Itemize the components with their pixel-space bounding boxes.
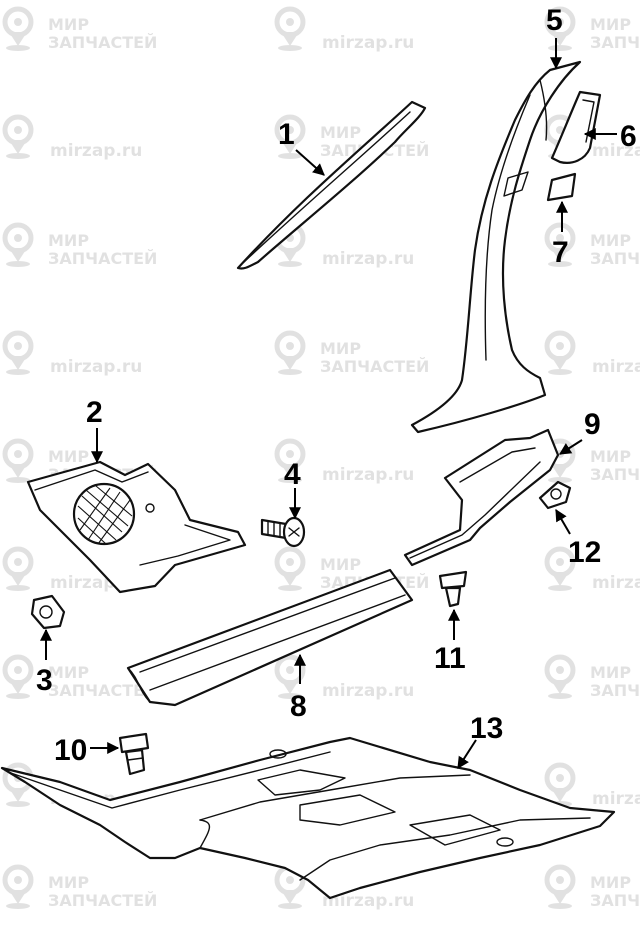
callout-2: 2: [86, 396, 103, 429]
watermark-line2: ЗАПЧАСТЕЙ: [590, 465, 640, 484]
leader-lines: [40, 38, 617, 770]
callout-3: 3: [36, 664, 53, 697]
watermark-site-text: mirzap.ru: [50, 141, 142, 161]
watermark-line1: МИР: [590, 663, 631, 682]
part-1-a-pillar-trim[interactable]: [236, 100, 427, 270]
callout-6: 6: [620, 120, 637, 153]
watermark-site: mirzap.ru: [277, 441, 414, 485]
callout-10: 10: [54, 734, 87, 767]
callout-8: 8: [290, 690, 307, 723]
part-8-sill-plate[interactable]: [126, 568, 414, 707]
watermark-site-text: mirzap.ru: [322, 891, 414, 911]
watermark-site-text: mirzap.ru: [322, 465, 414, 485]
watermark-logo: МИР ЗАПЧАСТЕЙ: [5, 867, 157, 910]
part-12-clip[interactable]: [538, 480, 572, 510]
watermark-line1: МИР: [48, 663, 89, 682]
watermark-line1: МИР: [590, 231, 631, 250]
watermark-logo: МИР ЗАПЧАСТЕЙ: [5, 225, 157, 268]
watermark-line1: МИР: [48, 873, 89, 892]
watermark-logo: МИР ЗАПЧАСТЕЙ: [5, 9, 157, 52]
watermark-line2: ЗАПЧАСТЕЙ: [48, 891, 157, 910]
watermark-logo: МИР ЗАПЧАСТЕЙ: [547, 9, 640, 52]
watermark-site-text: mirzap.ru: [50, 357, 142, 377]
watermark-site-text: mirzap.ru: [322, 681, 414, 701]
watermark-site: mirzap.ru: [277, 867, 414, 911]
watermark-line2: ЗАПЧАСТЕЙ: [590, 249, 640, 268]
watermark-line1: МИР: [320, 555, 361, 574]
callout-7: 7: [552, 236, 569, 269]
part-6-cap[interactable]: [550, 90, 602, 164]
callout-5: 5: [546, 4, 563, 37]
watermark-line1: МИР: [590, 447, 631, 466]
watermark-logo: МИР ЗАПЧАСТЕЙ: [5, 657, 157, 700]
watermark-layer: МИР ЗАПЧАСТЕЙ mirzap.ru МИР ЗАПЧАСТЕЙ mi…: [5, 9, 640, 911]
watermark-line1: МИР: [48, 231, 89, 250]
part-3-retainer[interactable]: [30, 594, 66, 630]
callout-11: 11: [434, 642, 466, 675]
watermark-logo: МИР ЗАПЧАСТЕЙ: [547, 867, 640, 910]
watermark-site: mirzap.ru: [277, 657, 414, 701]
watermark-site-text: mirzap.ru: [322, 249, 414, 269]
part-5-b-pillar-trim[interactable]: [410, 60, 582, 434]
watermark-site: mirzap.ru: [547, 549, 640, 593]
watermark-logo: МИР ЗАПЧАСТЕЙ: [547, 441, 640, 484]
callout-1: 1: [278, 118, 295, 151]
watermark-site-text: mirzap.ru: [592, 573, 640, 593]
watermark-site: mirzap.ru: [5, 117, 142, 161]
leader-12: [555, 508, 571, 535]
callout-9: 9: [584, 408, 601, 441]
watermark-site: mirzap.ru: [547, 333, 640, 377]
part-9-kick-panel[interactable]: [403, 428, 560, 567]
watermark-line2: ЗАПЧАСТЕЙ: [48, 681, 157, 700]
watermark-line1: МИР: [320, 123, 361, 142]
part-2-quarter-trim-panel[interactable]: [26, 460, 247, 594]
watermark-line2: ЗАПЧАСТЕЙ: [48, 33, 157, 52]
watermark-logo: МИР ЗАПЧАСТЕЙ: [547, 657, 640, 700]
part-11-push-pin[interactable]: [438, 570, 468, 608]
watermark-site: mirzap.ru: [277, 9, 414, 53]
watermark-site-text: mirzap.ru: [592, 789, 640, 809]
leader-13: [457, 739, 477, 770]
watermark-line2: ЗАПЧАСТЕЙ: [590, 891, 640, 910]
leader-1: [295, 149, 325, 176]
callout-4: 4: [284, 458, 301, 491]
part-7-cover[interactable]: [546, 172, 577, 202]
watermark-site-text: mirzap.ru: [592, 141, 640, 161]
watermark-line2: ЗАПЧАСТЕЙ: [320, 357, 429, 376]
watermark-site: mirzap.ru: [5, 333, 142, 377]
watermark-line1: МИР: [320, 339, 361, 358]
watermark-site-text: mirzap.ru: [322, 33, 414, 53]
callout-12: 12: [568, 536, 601, 569]
watermark-line1: МИР: [590, 873, 631, 892]
watermark-line2: ЗАПЧАСТЕЙ: [590, 681, 640, 700]
watermark-site: mirzap.ru: [547, 117, 640, 161]
watermark-line1: МИР: [48, 447, 89, 466]
callout-13: 13: [470, 712, 503, 745]
watermark-line2: ЗАПЧАСТЕЙ: [48, 249, 157, 268]
watermark-site-text: mirzap.ru: [592, 357, 640, 377]
watermark-line1: МИР: [48, 15, 89, 34]
watermark-line1: МИР: [590, 15, 631, 34]
watermark-line2: ЗАПЧАСТЕЙ: [590, 33, 640, 52]
part-10-fastener[interactable]: [118, 732, 150, 776]
watermark-site: mirzap.ru: [277, 225, 414, 269]
callout-labels: 1 2 3 4 5 6 7 8 9 10 11 12 13: [36, 4, 637, 767]
leader-9: [558, 439, 583, 455]
part-13-floor-carpet[interactable]: [0, 736, 616, 900]
watermark-logo: МИР ЗАПЧАСТЕЙ: [277, 333, 429, 376]
watermark-site: mirzap.ru: [547, 765, 640, 809]
watermark-logo: МИР ЗАПЧАСТЕЙ: [547, 225, 640, 268]
part-4-bolt[interactable]: [260, 516, 306, 548]
